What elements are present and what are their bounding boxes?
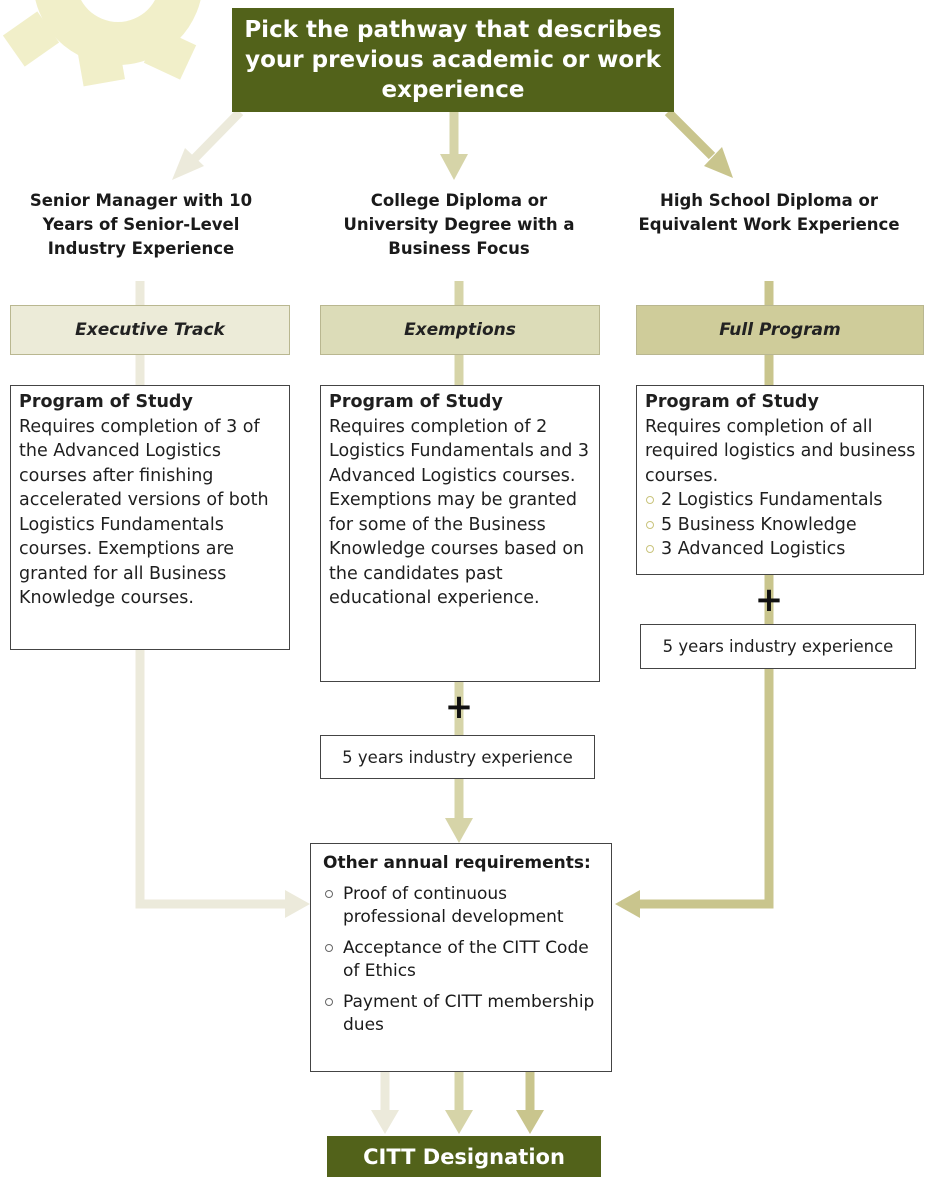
list-item: Proof of continuous professional develop… — [323, 883, 601, 929]
header-arrows — [172, 108, 733, 180]
program-heading: Program of Study — [19, 392, 193, 412]
pathway-title-high-school: High School Diploma or Equivalent Work E… — [638, 191, 900, 234]
requirements-list: Proof of continuous professional develop… — [323, 883, 601, 1037]
requirements-heading: Other annual requirements: — [323, 853, 591, 873]
track-full-program: Full Program — [636, 305, 924, 355]
list-item: 5 Business Knowledge — [645, 513, 917, 538]
list-item: 3 Advanced Logistics — [645, 537, 917, 562]
right-route — [615, 575, 774, 918]
program-heading: Program of Study — [645, 392, 819, 412]
program-text: Requires completion of 2 Logistics Funda… — [329, 416, 590, 609]
list-item: Acceptance of the CITT Code of Ethics — [323, 937, 601, 983]
experience-box-right: 5 years industry experience — [640, 624, 916, 669]
list-item: 2 Logistics Fundamentals — [645, 488, 917, 513]
bottom-arrows — [371, 1072, 544, 1134]
bullet-icon — [646, 520, 654, 529]
course-list: 2 Logistics Fundamentals 5 Business Know… — [645, 488, 917, 562]
track-exemptions: Exemptions — [320, 305, 600, 355]
designation-title: CITT Designation — [327, 1136, 601, 1177]
program-box-executive: Program of Study Requires completion of … — [10, 385, 290, 650]
requirements-box: Other annual requirements: Proof of cont… — [310, 843, 612, 1072]
pathway-title-college-diploma: College Diploma or University Degree wit… — [343, 191, 575, 258]
plus-icon-right: + — [754, 580, 784, 620]
program-text: Requires completion of all required logi… — [645, 416, 916, 486]
experience-box-middle: 5 years industry experience — [320, 735, 595, 779]
middle-route — [445, 682, 473, 843]
pathway-title-senior-manager: Senior Manager with 10 Years of Senior-L… — [29, 191, 253, 258]
gear-icon — [2, 0, 201, 87]
bullet-icon — [646, 545, 654, 553]
program-text: Requires completion of 3 of the Advanced… — [19, 416, 269, 609]
list-item: Payment of CITT membership dues — [323, 991, 601, 1037]
left-route — [135, 650, 310, 918]
bullet-icon — [325, 998, 333, 1006]
bullet-icon — [325, 890, 333, 898]
track-executive: Executive Track — [10, 305, 290, 355]
plus-icon-middle: + — [444, 687, 474, 727]
bullet-icon — [646, 496, 654, 504]
header-title: Pick the pathway that describes your pre… — [232, 8, 674, 112]
program-box-exemptions: Program of Study Requires completion of … — [320, 385, 600, 682]
program-heading: Program of Study — [329, 392, 503, 412]
program-box-full: Program of Study Requires completion of … — [636, 385, 924, 575]
bullet-icon — [325, 944, 333, 952]
